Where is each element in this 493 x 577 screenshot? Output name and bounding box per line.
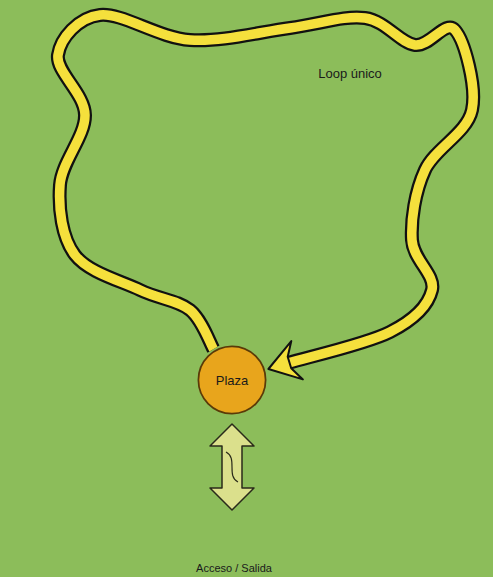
- plaza-circle: Plaza: [197, 345, 267, 415]
- node-text: Plaza: [216, 373, 249, 388]
- loop-path: [58, 15, 473, 380]
- loop-label: Loop único: [318, 66, 382, 81]
- access-double-arrow: [210, 424, 254, 510]
- arrow-head: [268, 341, 303, 379]
- loop-fill: [58, 15, 473, 363]
- access-arrow-twist: [226, 452, 238, 482]
- loop-outline: [58, 15, 473, 363]
- access-label: Acceso / Salida: [196, 562, 272, 574]
